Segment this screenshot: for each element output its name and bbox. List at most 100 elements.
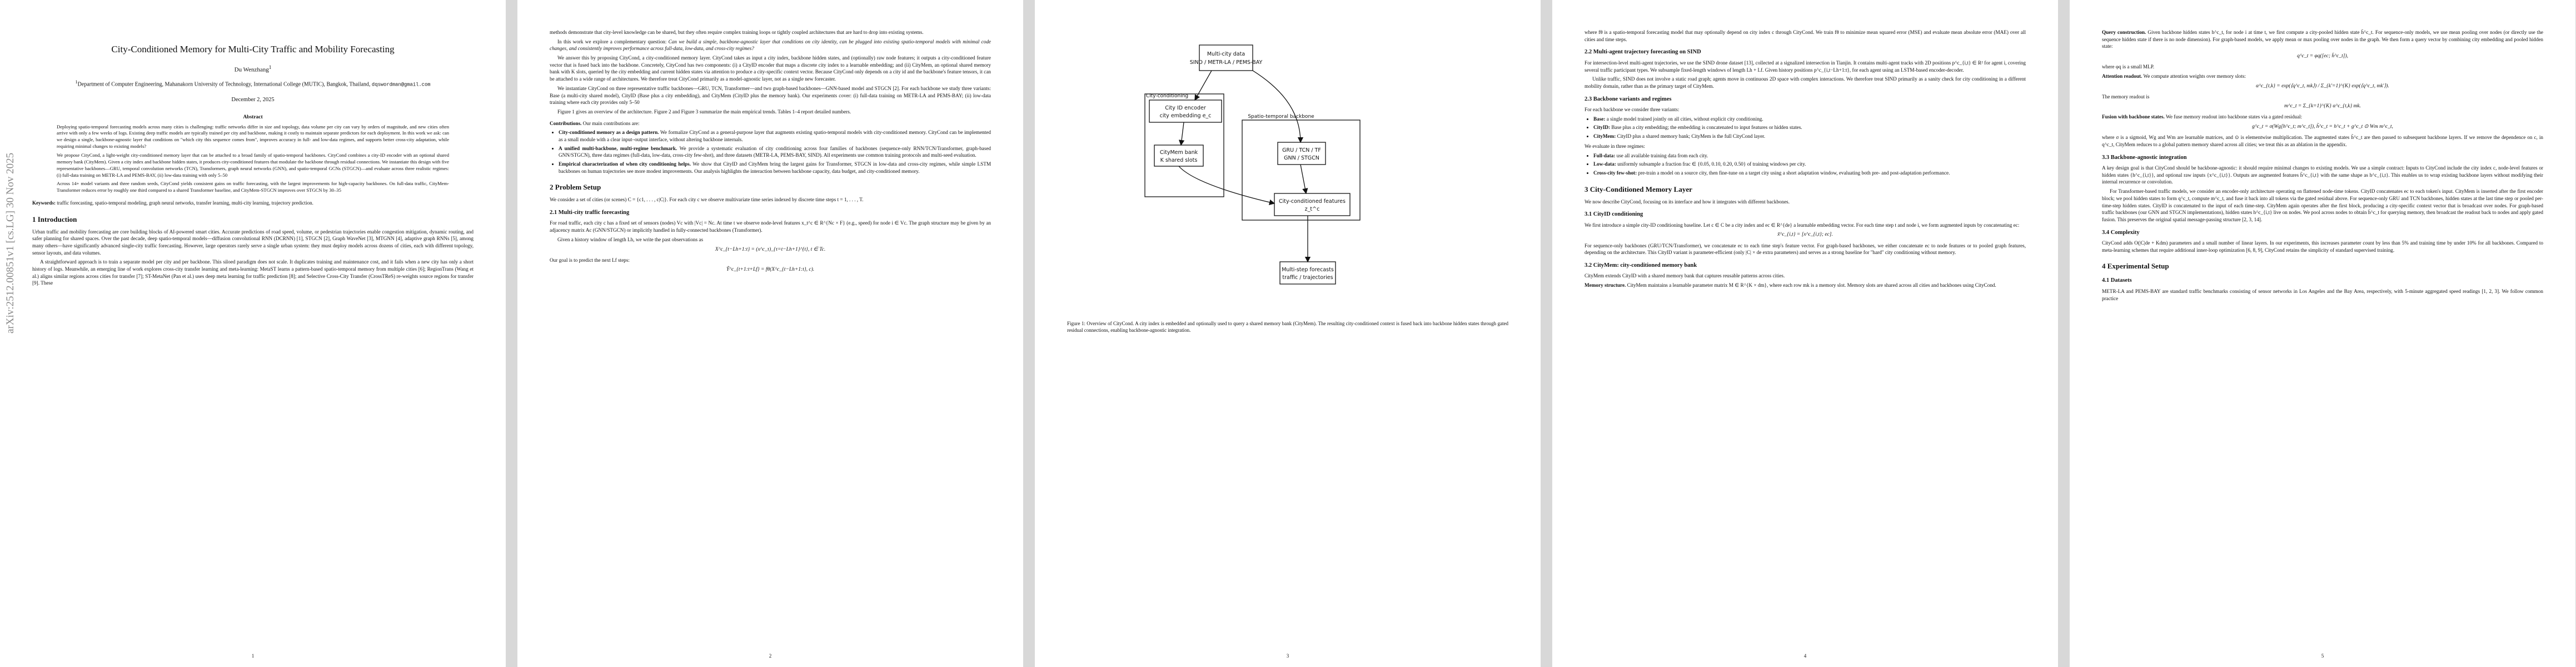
- page-number: 5: [2321, 653, 2324, 659]
- subsection-heading: 2.1 Multi-city traffic forecasting: [550, 210, 630, 216]
- diagram-label: K shared slots: [1160, 157, 1198, 163]
- list-item: Cross-city few-shot: pre-train a model o…: [1593, 170, 2026, 177]
- page-number: 4: [1803, 653, 1807, 659]
- city-conditioned-features-box: [1274, 193, 1351, 216]
- body-paragraph: A key design goal is that CityCond shoul…: [2102, 165, 2543, 185]
- body-paragraph: For road traffic, each city c has a fixe…: [550, 220, 991, 233]
- list-item: Low-data: uniformly subsample a fraction…: [1593, 161, 2026, 168]
- diagram-label: SIND / METR-LA / PEMS-BAY: [1190, 59, 1263, 66]
- equation: q^c_t = φq([ec; h̄^c_t]),: [2297, 53, 2348, 59]
- diagram-label: traffic / trajectories: [1282, 275, 1333, 281]
- list-item: Full-data: use all available training da…: [1593, 152, 2026, 160]
- body-paragraph: A straightforward approach is to train a…: [32, 259, 474, 286]
- abstract-body: Deploying spatio-temporal forecasting mo…: [57, 124, 449, 195]
- arxiv-stamp: arXiv:2512.00851v1 [cs.LG] 30 Nov 2025: [4, 152, 16, 334]
- diagram-label: CityMem bank: [1160, 150, 1198, 156]
- body-paragraph: For sequence-only backbones (GRU/TCN/Tra…: [1585, 242, 2026, 256]
- abstract-heading: Abstract: [243, 115, 263, 121]
- list-item: Empirical characterization of when city …: [559, 161, 991, 175]
- list-item: Base: a single model trained jointly on …: [1593, 116, 2026, 123]
- body-paragraph: We now describe CityCond, focusing on it…: [1585, 198, 1790, 205]
- author-email[interactable]: dqswordman@gmail.com: [371, 82, 431, 88]
- contributions-intro: Contributions. Our main contributions ar…: [550, 120, 640, 126]
- group-label: Spatio-temporal backbone: [1248, 114, 1314, 120]
- body-paragraph: where φq is a small MLP.: [2102, 64, 2155, 70]
- body-paragraph: Given a history window of length Lh, we …: [557, 236, 704, 242]
- section-heading-problem-setup: 2 Problem Setup: [550, 183, 601, 192]
- section-heading: 4 Experimental Setup: [2102, 262, 2169, 271]
- city-conditioning-group: [1144, 93, 1224, 197]
- page-number: 3: [1286, 653, 1289, 659]
- page-2: methods demonstrate that city-level know…: [517, 0, 1023, 667]
- body-paragraph: We evaluate in three regimes:: [1585, 143, 1645, 149]
- subsection-heading: 3.4 Complexity: [2102, 229, 2140, 236]
- body-paragraph: Unlike traffic, SIND does not involve a …: [1585, 76, 2026, 89]
- diagram-label: GRU / TCN / TF: [1282, 147, 1321, 153]
- page-4: where fθ is a spatio-temporal forecastin…: [1552, 0, 2058, 667]
- page-3: Multi-city data SIND / METR-LA / PEMS-BA…: [1035, 0, 1541, 667]
- body-paragraph: CityCond adds O(|C|de + Kdm) parameters …: [2102, 240, 2543, 253]
- figure-caption: Figure 1: Overview of CityCond. A city i…: [1067, 321, 1508, 334]
- author-name: Du Wenzhang1: [234, 64, 272, 73]
- subsection-heading: 2.3 Backbone variants and regimes: [1585, 96, 1672, 102]
- body-paragraph: We first introduce a simple city-ID cond…: [1585, 222, 2020, 228]
- body-paragraph: We instantiate CityCond on three represe…: [550, 85, 991, 106]
- page-number: 1: [251, 653, 255, 659]
- subsection-heading: 4.1 Datasets: [2102, 277, 2132, 284]
- equation: m^c_t = Σ_{k=1}^{K} α^c_{t,k} mk.: [2284, 103, 2361, 109]
- body-paragraph: Attention readout. We compute attention …: [2102, 73, 2246, 79]
- equation: α^c_{t,k} = exp(⟨q^c_t, mk⟩) / Σ_{k'=1}^…: [2256, 83, 2389, 89]
- body-paragraph: methods demonstrate that city-level know…: [550, 29, 924, 35]
- backbone-group: [1242, 120, 1361, 221]
- body-paragraph: where fθ is a spatio-temporal forecastin…: [1585, 29, 2026, 42]
- body-paragraph: For intersection-level multi-agent traje…: [1585, 59, 2026, 73]
- body-paragraph: Memory structure. CityMem maintains a le…: [1585, 282, 1996, 288]
- input-data-box: [1199, 44, 1253, 71]
- body-paragraph: Fusion with backbone states. We fuse mem…: [2102, 114, 2303, 120]
- subsection-heading: 2.2 Multi-agent trajectory forecasting o…: [1585, 49, 1701, 56]
- body-paragraph: We consider a set of cities (or scenes) …: [550, 197, 864, 203]
- body-paragraph: METR-LA and PEMS-BAY are standard traffi…: [2102, 288, 2543, 301]
- diagram-label: Multi-city data: [1207, 51, 1245, 57]
- paper-date: December 2, 2025: [231, 96, 275, 103]
- body-paragraph: Query construction. Given backbone hidde…: [2102, 29, 2543, 49]
- subsection-heading: 3.1 CityID conditioning: [1585, 211, 1643, 218]
- list-item: A unified multi-backbone, multi-regime b…: [559, 145, 991, 159]
- diagram-label: City ID encoder: [1165, 105, 1206, 111]
- section-heading-introduction: 1 Introduction: [32, 215, 77, 223]
- list-item: City-conditioned memory as a design patt…: [559, 129, 991, 143]
- keywords: Keywords: traffic forecasting, spatio-te…: [32, 200, 313, 206]
- body-paragraph: where σ is a sigmoid, Wg and Wm are lear…: [2102, 135, 2543, 147]
- figure-1: Multi-city data SIND / METR-LA / PEMS-BA…: [1067, 42, 1508, 334]
- diagram-label: City-conditioned features: [1279, 198, 1346, 205]
- abstract-paragraph: We propose CityCond, a light-weight city…: [57, 152, 449, 178]
- backbone-box: [1277, 142, 1326, 165]
- body-paragraph: Figure 1 gives an overview of the archit…: [557, 108, 851, 115]
- subsection-heading: 3.3 Backbone-agnostic integration: [2102, 154, 2187, 161]
- page-5: Query construction. Given backbone hidde…: [2070, 0, 2575, 667]
- list-item: CityMem: CityID plus a shared memory ban…: [1593, 133, 2026, 140]
- forecast-output-box: [1279, 261, 1336, 285]
- regimes-list: Full-data: use all available training da…: [1585, 152, 2026, 177]
- list-item: CityID: Base plus a city embedding; the …: [1593, 124, 2026, 131]
- body-paragraph: We answer this by proposing CityCond, a …: [550, 55, 991, 82]
- abstract-paragraph: Deploying spatio-temporal forecasting mo…: [57, 123, 449, 150]
- diagram-label: city embedding e_c: [1160, 113, 1212, 119]
- architecture-diagram: Multi-city data SIND / METR-LA / PEMS-BA…: [1144, 44, 1361, 285]
- variants-list: Base: a single model trained jointly on …: [1585, 116, 2026, 140]
- body-paragraph: For Transformer-based traffic models, we…: [2102, 188, 2543, 222]
- affiliation: 1Department of Computer Engineering, Mah…: [75, 79, 431, 88]
- abstract-paragraph: Across 14+ model variants and three rand…: [57, 181, 449, 193]
- body-paragraph: For each backbone we consider three vari…: [1585, 107, 1680, 113]
- subsection-heading: 3.2 CityMem: city-conditioned memory ban…: [1585, 262, 1697, 268]
- equation: x̃^c_{i,t} = [x^c_{i,t}; ec].: [1777, 232, 1833, 238]
- section-heading: 3 City-Conditioned Memory Layer: [1585, 185, 1692, 193]
- city-id-encoder-box: [1149, 99, 1222, 123]
- body-paragraph: Urban traffic and mobility forecasting a…: [32, 228, 474, 256]
- body-paragraph: Our goal is to predict the next Lf steps…: [550, 257, 630, 263]
- diagram-label: z_t^c: [1305, 206, 1320, 212]
- body-paragraph: The memory readout is: [2102, 93, 2150, 99]
- body-paragraph: In this work we explore a complementary …: [550, 38, 991, 52]
- page-1: arXiv:2512.00851v1 [cs.LG] 30 Nov 2025 C…: [0, 0, 506, 667]
- contributions-list: City-conditioned memory as a design patt…: [550, 129, 991, 175]
